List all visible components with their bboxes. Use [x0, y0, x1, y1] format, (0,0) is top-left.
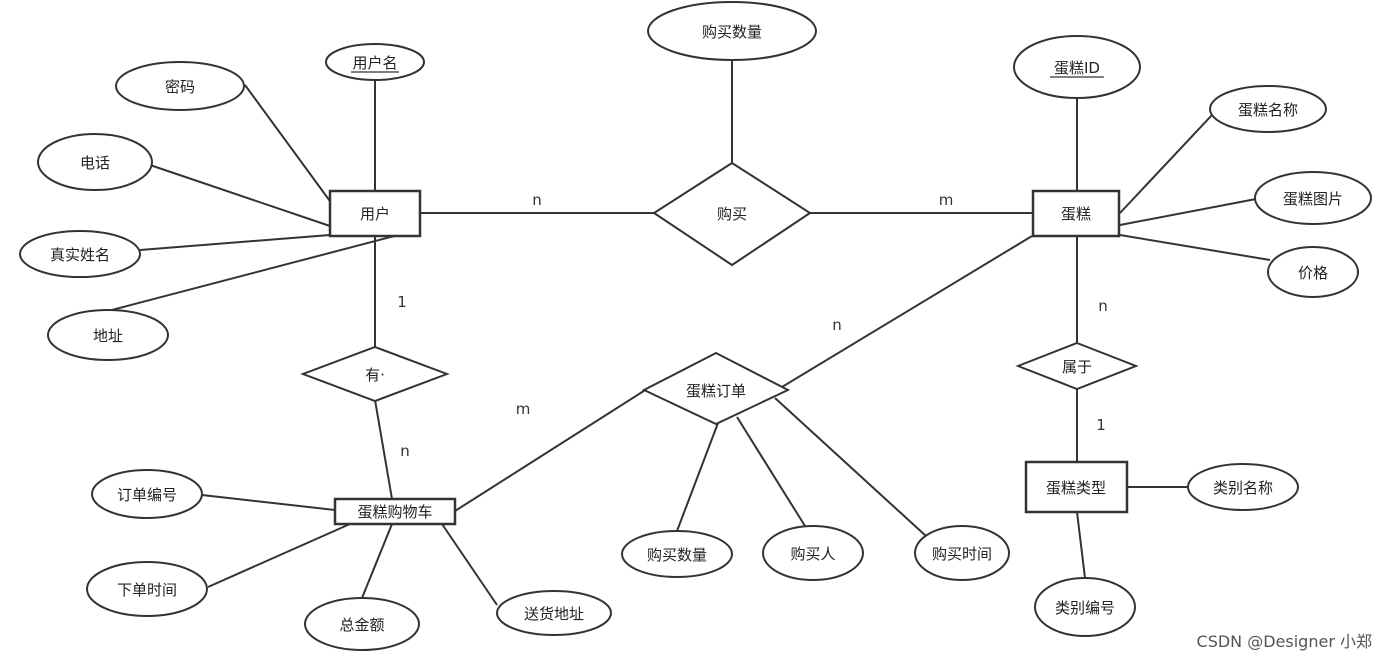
edge-user-address	[107, 233, 403, 312]
edge-cake-img	[1119, 198, 1257, 226]
attribute-order-time: 下单时间	[86, 561, 208, 617]
entity-cake-type: 蛋糕类型	[1024, 460, 1129, 514]
attribute-cake-image-label: 蛋糕图片	[1283, 190, 1343, 208]
relationship-belong: 属于	[1015, 341, 1139, 391]
entity-cart-label: 蛋糕购物车	[357, 503, 432, 521]
attribute-price: 价格	[1267, 246, 1359, 298]
attribute-realname-label: 真实姓名	[50, 246, 110, 264]
attribute-buyer-label: 购买人	[790, 545, 835, 563]
watermark: CSDN @Designer 小郑	[1197, 632, 1372, 651]
cardinality-cart-order: m	[516, 400, 531, 418]
attribute-shipping-address-label: 送货地址	[524, 605, 584, 623]
cardinality-user-buy: n	[532, 191, 542, 209]
entity-cart: 蛋糕购物车	[333, 497, 457, 526]
cardinality-order-cake: n	[832, 316, 842, 334]
entity-cake-type-label: 蛋糕类型	[1046, 479, 1106, 497]
edge-cart-total	[361, 523, 393, 599]
attribute-total-amount-label: 总金额	[339, 616, 384, 634]
cardinality-user-has: 1	[397, 293, 407, 311]
edge-cart-ordertime	[207, 523, 351, 588]
attribute-phone: 电话	[37, 133, 153, 191]
edge-type-no	[1076, 511, 1086, 579]
attribute-order-quantity: 购买数量	[621, 530, 733, 578]
relationship-buy-label: 购买	[717, 205, 747, 223]
entity-user-label: 用户	[360, 205, 390, 223]
edge-order-cake	[776, 235, 1033, 391]
edge-user-realname	[139, 234, 331, 251]
entity-user: 用户	[328, 189, 422, 238]
edge-cake-price	[1119, 234, 1271, 261]
attribute-password: 密码	[115, 61, 245, 111]
attribute-buyer: 购买人	[762, 525, 864, 581]
relationship-order: 蛋糕订单	[641, 351, 791, 426]
edge-order-buytime	[774, 397, 927, 537]
cardinality-has-cart: n	[400, 442, 410, 460]
attribute-cake-id: 蛋糕ID	[1013, 35, 1141, 99]
attribute-password-label: 密码	[165, 78, 195, 96]
edge-order-qty	[676, 422, 719, 532]
attribute-username: 用户名	[325, 43, 425, 81]
edge-cart-order	[454, 386, 651, 512]
relationship-belong-label: 属于	[1062, 358, 1092, 376]
edge-order-buyer	[736, 416, 806, 527]
attribute-type-number-label: 类别编号	[1055, 599, 1115, 617]
attribute-address-label: 地址	[93, 327, 123, 345]
attribute-order-quantity-label: 购买数量	[647, 546, 707, 564]
cardinality-cake-belong: n	[1098, 297, 1108, 315]
relationship-buy: 购买	[652, 161, 812, 267]
attribute-type-name-label: 类别名称	[1213, 479, 1273, 497]
edge-cake-name	[1119, 114, 1213, 214]
attribute-cake-image: 蛋糕图片	[1254, 171, 1372, 225]
edge-user-password	[244, 84, 336, 209]
attribute-cake-name: 蛋糕名称	[1209, 85, 1327, 133]
entity-cake: 蛋糕	[1031, 189, 1121, 238]
attribute-shipping-address: 送货地址	[496, 590, 612, 636]
attribute-username-label: 用户名	[352, 54, 397, 72]
edge-cart-orderno	[201, 494, 336, 511]
attribute-cake-name-label: 蛋糕名称	[1238, 101, 1298, 119]
edge-user-phone	[149, 164, 331, 227]
connector-lines	[107, 60, 1271, 606]
cardinality-belong-type: 1	[1096, 416, 1106, 434]
relationship-has: 有·	[300, 345, 450, 403]
attribute-buy-time: 购买时间	[914, 525, 1010, 581]
attribute-type-number: 类别编号	[1034, 577, 1136, 637]
attribute-buy-time-label: 购买时间	[932, 545, 992, 563]
attribute-type-name: 类别名称	[1187, 463, 1299, 511]
attribute-address: 地址	[47, 309, 169, 361]
attribute-price-label: 价格	[1298, 264, 1328, 282]
attribute-phone-label: 电话	[80, 154, 110, 172]
relationship-order-label: 蛋糕订单	[686, 382, 746, 400]
edge-has-cart	[374, 399, 393, 500]
relationship-has-label: 有·	[365, 366, 385, 384]
attribute-realname: 真实姓名	[19, 230, 141, 278]
attribute-cake-id-label: 蛋糕ID	[1054, 59, 1100, 77]
entity-cake-label: 蛋糕	[1061, 205, 1091, 223]
attribute-buy-quantity-label: 购买数量	[702, 23, 762, 41]
cardinality-buy-cake: m	[939, 191, 954, 209]
attribute-buy-quantity: 购买数量	[647, 1, 817, 61]
attribute-order-time-label: 下单时间	[117, 581, 177, 599]
attribute-order-number: 订单编号	[91, 469, 203, 519]
attribute-order-number-label: 订单编号	[117, 486, 177, 504]
edge-cart-shipaddr	[441, 523, 498, 606]
cardinality-labels: n m 1 n m n n 1	[397, 191, 1108, 460]
attribute-total-amount: 总金额	[304, 597, 420, 651]
